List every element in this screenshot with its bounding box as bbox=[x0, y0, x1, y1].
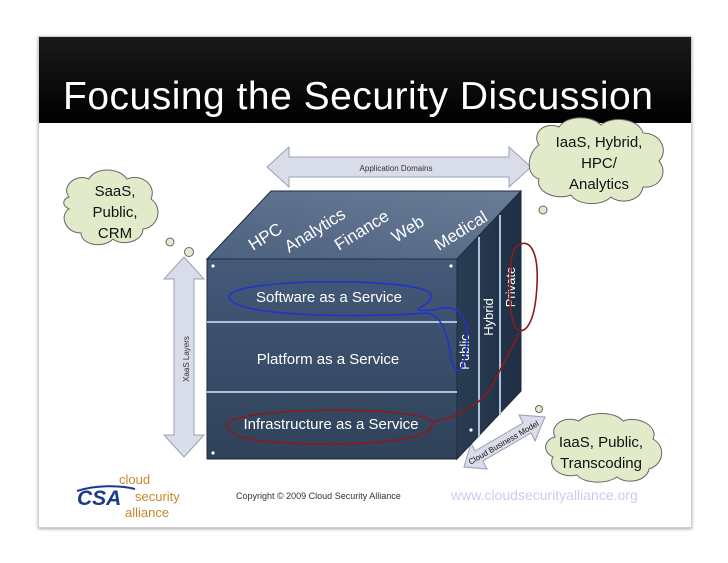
deployment-label-hybrid: Hybrid bbox=[481, 298, 496, 336]
cube-corner-dot bbox=[469, 428, 473, 432]
logo-mark-text: CSA bbox=[77, 487, 121, 510]
layer-label-paas: Platform as a Service bbox=[257, 351, 400, 368]
thought-bubble bbox=[535, 405, 543, 413]
callout-left-line3: CRM bbox=[98, 225, 132, 242]
callout-cloud-left: SaaS, Public, CRM bbox=[63, 169, 159, 246]
iaas-private-connector bbox=[431, 332, 520, 423]
slide-title: Focusing the Security Discussion bbox=[63, 75, 654, 118]
callout-cloud-top-right: IaaS, Hybrid, HPC/ Analytics bbox=[528, 117, 664, 204]
iaas-private-highlight bbox=[226, 409, 434, 445]
logo-line1: cloud bbox=[119, 472, 150, 487]
business-model-arrow bbox=[463, 414, 546, 470]
callout-top-right-line1: IaaS, Hybrid, bbox=[556, 134, 643, 151]
saas-public-highlight bbox=[228, 280, 469, 372]
website-link[interactable]: www.cloudsecurityalliance.org bbox=[451, 487, 638, 503]
xaas-layers-label: XaaS Layers bbox=[182, 336, 191, 382]
xaas-layers-arrow bbox=[162, 256, 206, 458]
thought-bubble bbox=[184, 247, 194, 257]
csa-logo: CSA cloud security alliance bbox=[75, 471, 195, 521]
logo-line3: alliance bbox=[125, 505, 169, 520]
cube-corner-dot bbox=[211, 451, 215, 455]
cube-corner-dot bbox=[449, 264, 453, 268]
layer-label-saas: Software as a Service bbox=[256, 289, 402, 306]
callout-left-line1: SaaS, bbox=[95, 183, 136, 200]
private-highlight bbox=[508, 242, 538, 332]
layer-label-iaas: Infrastructure as a Service bbox=[243, 416, 418, 433]
callout-bottom-right-line1: IaaS, Public, bbox=[559, 434, 643, 451]
csa-logo-mark: CSA cloud security alliance bbox=[76, 472, 180, 520]
callout-top-right-line2: HPC/ bbox=[581, 155, 618, 172]
slide: Focusing the Security Discussion Applica… bbox=[38, 36, 692, 528]
cube-corner-dot bbox=[211, 264, 215, 268]
cube-front-face bbox=[206, 258, 458, 460]
callout-top-right-line3: Analytics bbox=[569, 176, 629, 193]
callout-left-line2: Public, bbox=[92, 204, 137, 221]
cloud-security-diagram: Application Domains XaaS Layers Cloud Bu… bbox=[63, 117, 664, 483]
thought-bubble bbox=[165, 237, 175, 247]
logo-line2: security bbox=[135, 489, 180, 504]
callout-bottom-right-line2: Transcoding bbox=[560, 455, 642, 472]
copyright-notice: Copyright © 2009 Cloud Security Alliance bbox=[236, 491, 401, 501]
application-domains-label: Application Domains bbox=[360, 164, 433, 173]
title-bar: Focusing the Security Discussion bbox=[39, 37, 691, 123]
thought-bubble bbox=[538, 205, 548, 215]
deployment-label-public: Public bbox=[457, 334, 472, 370]
logo-swoosh bbox=[76, 485, 136, 492]
deployment-label-private: Private bbox=[503, 267, 518, 307]
callout-cloud-bottom-right: IaaS, Public, Transcoding bbox=[545, 413, 663, 483]
